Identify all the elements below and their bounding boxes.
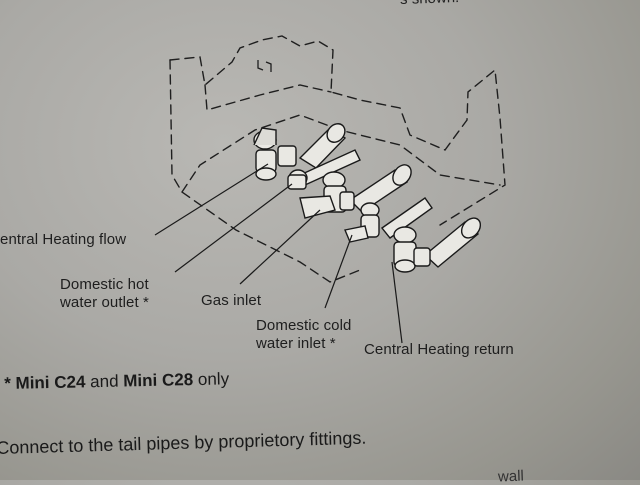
footnote-model-2: Mini C28 [123,370,194,391]
leader-lines [154,163,403,344]
ch-flow-valve [253,123,347,181]
gas-inlet-valve [299,164,412,219]
ch-return-valve [393,217,482,273]
label-gas-inlet: Gas inlet [201,292,262,309]
label-domestic-hot-line2: water outlet * [60,294,149,311]
label-central-heating-flow: entral Heating flow [0,231,127,248]
label-domestic-hot-line1: Domestic hot [60,276,149,293]
bracket-mark [257,60,272,72]
footnote-and: and [89,371,119,392]
footnote-only: only [197,369,230,389]
dhw-outlet-fitting [287,149,361,190]
footnote-star: * [4,373,12,393]
footnote-model-1: Mini C24 [15,372,86,393]
label-domestic-cold-line2: water inlet * [256,335,336,352]
label-domestic-cold-line1: Domestic cold [256,317,352,334]
label-central-heating-return: Central Heating return [364,341,514,358]
dcw-inlet-fitting [344,197,433,243]
boiler-outline [169,35,506,283]
bottom-text-fragment: wall [497,467,525,485]
